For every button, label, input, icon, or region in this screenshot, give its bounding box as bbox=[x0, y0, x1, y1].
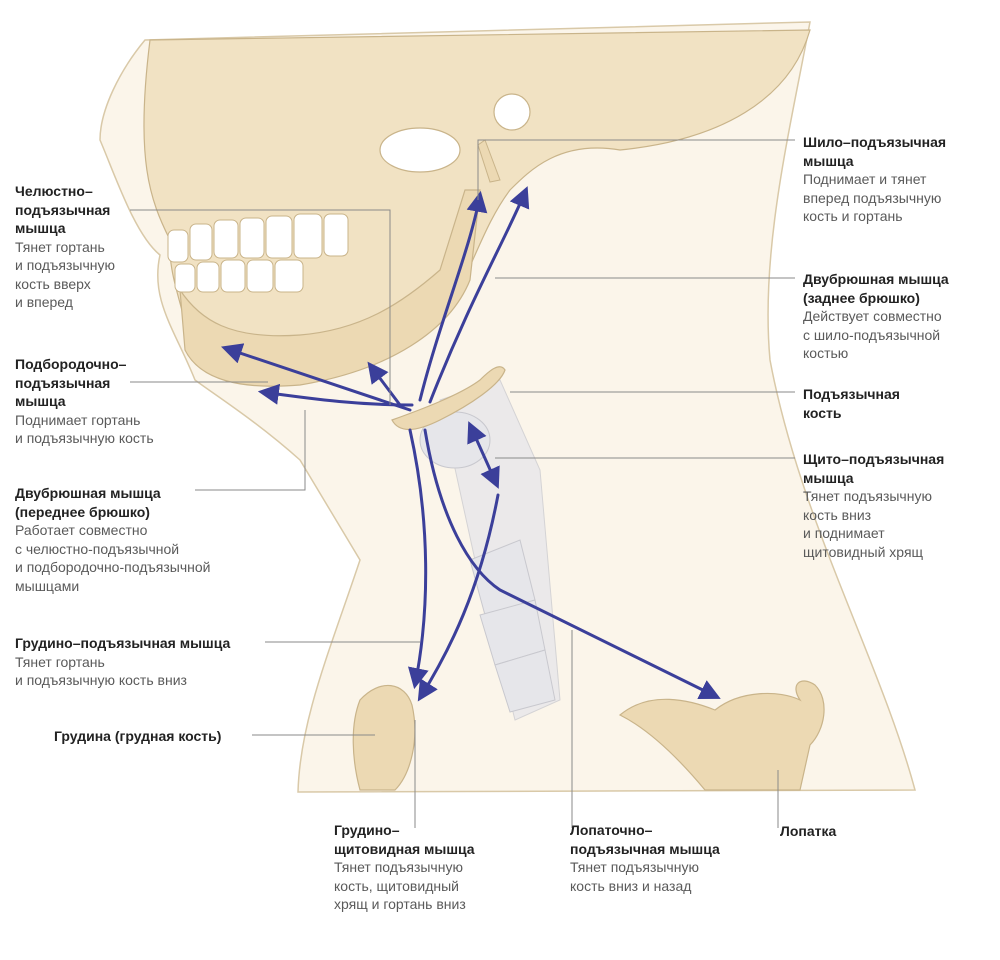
posterior-digastric-arrow bbox=[428, 186, 530, 404]
digastric-arrow bbox=[367, 361, 402, 407]
styloid-process bbox=[477, 139, 501, 183]
label-desc: Тянет подъязычную bbox=[334, 859, 463, 875]
label-title: Щито–подъязычная bbox=[803, 451, 945, 467]
label-desc: и подъязычную кость bbox=[15, 430, 154, 446]
label-desc: кость вниз bbox=[803, 506, 872, 523]
label-geniohyoid: Подбородочно– подъязычная мышца Поднимае… bbox=[15, 355, 215, 448]
label-title: Подбородочно– bbox=[15, 356, 127, 372]
label-desc: хрящ и гортань вниз bbox=[334, 896, 466, 912]
label-desc: костью bbox=[803, 345, 849, 361]
label-desc: и вперед bbox=[15, 294, 73, 310]
hyoid-bone bbox=[391, 366, 506, 430]
label-title: (заднее брюшко) bbox=[803, 289, 920, 306]
label-thyrohyoid: Щито–подъязычная мышца Тянет подъязычную… bbox=[803, 450, 993, 561]
label-scapula: Лопатка bbox=[780, 822, 900, 841]
mylohyoid-arrow bbox=[221, 343, 412, 412]
mandible bbox=[179, 189, 481, 387]
label-title: Грудина (грудная кость) bbox=[54, 728, 222, 744]
label-title: мышца bbox=[15, 393, 66, 409]
label-title: Подъязычная bbox=[803, 386, 900, 402]
label-hyoid-bone: Подъязычная кость bbox=[803, 385, 993, 422]
label-title: кость bbox=[803, 404, 842, 421]
label-title: подъязычная мышца bbox=[570, 840, 720, 857]
label-title: мышца bbox=[803, 469, 854, 486]
label-sternohyoid: Грудино–подъязычная мышца Тянет гортань … bbox=[15, 634, 275, 690]
label-desc: Поднимает гортань bbox=[15, 411, 141, 428]
label-desc: кость, щитовидный bbox=[334, 877, 459, 894]
label-title: Лопаточно– bbox=[570, 822, 653, 838]
sternothyroid-arrow bbox=[417, 493, 500, 702]
label-desc: и подъязычную кость вниз bbox=[15, 672, 187, 688]
stylohyoid-arrow bbox=[418, 190, 488, 402]
label-title: Лопатка bbox=[780, 823, 837, 839]
label-title: Двубрюшная мышца bbox=[15, 485, 161, 501]
label-desc: Тянет подъязычную bbox=[803, 488, 932, 504]
label-stylohyoid: Шило–подъязычная мышца Поднимает и тянет… bbox=[803, 133, 993, 226]
omohyoid-arrow bbox=[423, 428, 721, 699]
label-desc: и поднимает bbox=[803, 525, 885, 541]
label-title: Грудино–подъязычная мышца bbox=[15, 635, 231, 651]
label-desc: кость и гортань bbox=[803, 208, 903, 224]
label-title: (переднее брюшко) bbox=[15, 503, 150, 520]
label-desc: Работает совместно bbox=[15, 522, 148, 538]
label-desc: щитовидный хрящ bbox=[803, 543, 924, 560]
label-desc: и подъязычную bbox=[15, 257, 115, 273]
label-sternothyroid: Грудино– щитовидная мышца Тянет подъязыч… bbox=[334, 821, 524, 914]
label-title: подъязычная bbox=[15, 374, 111, 391]
label-omohyoid: Лопаточно– подъязычная мышца Тянет подъя… bbox=[570, 821, 760, 895]
label-desc: Тянет подъязычную bbox=[570, 859, 699, 875]
geniohyoid-arrow bbox=[257, 383, 414, 407]
label-desc: с шило-подъязычной bbox=[803, 326, 941, 343]
label-mylohyoid: Челюстно– подъязычная мышца Тянет гортан… bbox=[15, 182, 165, 312]
orbit bbox=[379, 127, 461, 173]
scapula-bone bbox=[618, 680, 825, 791]
label-desc: мышцами bbox=[15, 577, 80, 594]
label-desc: Поднимает и тянет bbox=[803, 171, 927, 187]
label-title: Шило–подъязычная bbox=[803, 134, 947, 150]
label-title: мышца bbox=[15, 220, 66, 236]
label-title: Грудино– bbox=[334, 822, 400, 838]
sternohyoid-arrow bbox=[407, 428, 429, 690]
label-title: Челюстно– bbox=[15, 183, 93, 199]
label-sternum: Грудина (грудная кость) bbox=[54, 727, 254, 746]
label-desc: и подбородочно-подъязычной bbox=[15, 559, 211, 575]
leader-stylohyoid bbox=[477, 139, 795, 200]
label-desc: Действует совместно bbox=[803, 308, 942, 324]
label-title: щитовидная мышца bbox=[334, 840, 475, 857]
sternum-bone bbox=[352, 684, 416, 791]
label-desc: кость вверх bbox=[15, 275, 91, 292]
ear-canal bbox=[493, 93, 531, 131]
label-title: подъязычная bbox=[15, 201, 111, 218]
label-title: Двубрюшная мышца bbox=[803, 271, 949, 287]
label-desc: Тянет гортань bbox=[15, 238, 105, 255]
label-digastric-anterior: Двубрюшная мышца (переднее брюшко) Работ… bbox=[15, 484, 275, 595]
leader-mylohyoid bbox=[130, 209, 391, 405]
label-desc: с челюстно-подъязычной bbox=[15, 540, 180, 557]
label-desc: вперед подъязычную bbox=[803, 189, 942, 206]
thyrohyoid-arrow bbox=[467, 421, 500, 489]
teeth bbox=[167, 213, 349, 293]
label-digastric-posterior: Двубрюшная мышца (заднее брюшко) Действу… bbox=[803, 270, 993, 363]
label-title: мышца bbox=[803, 152, 854, 169]
label-desc: кость вниз и назад bbox=[570, 877, 692, 894]
label-desc: Тянет гортань bbox=[15, 653, 105, 670]
leader-digastric-anterior bbox=[195, 410, 306, 491]
